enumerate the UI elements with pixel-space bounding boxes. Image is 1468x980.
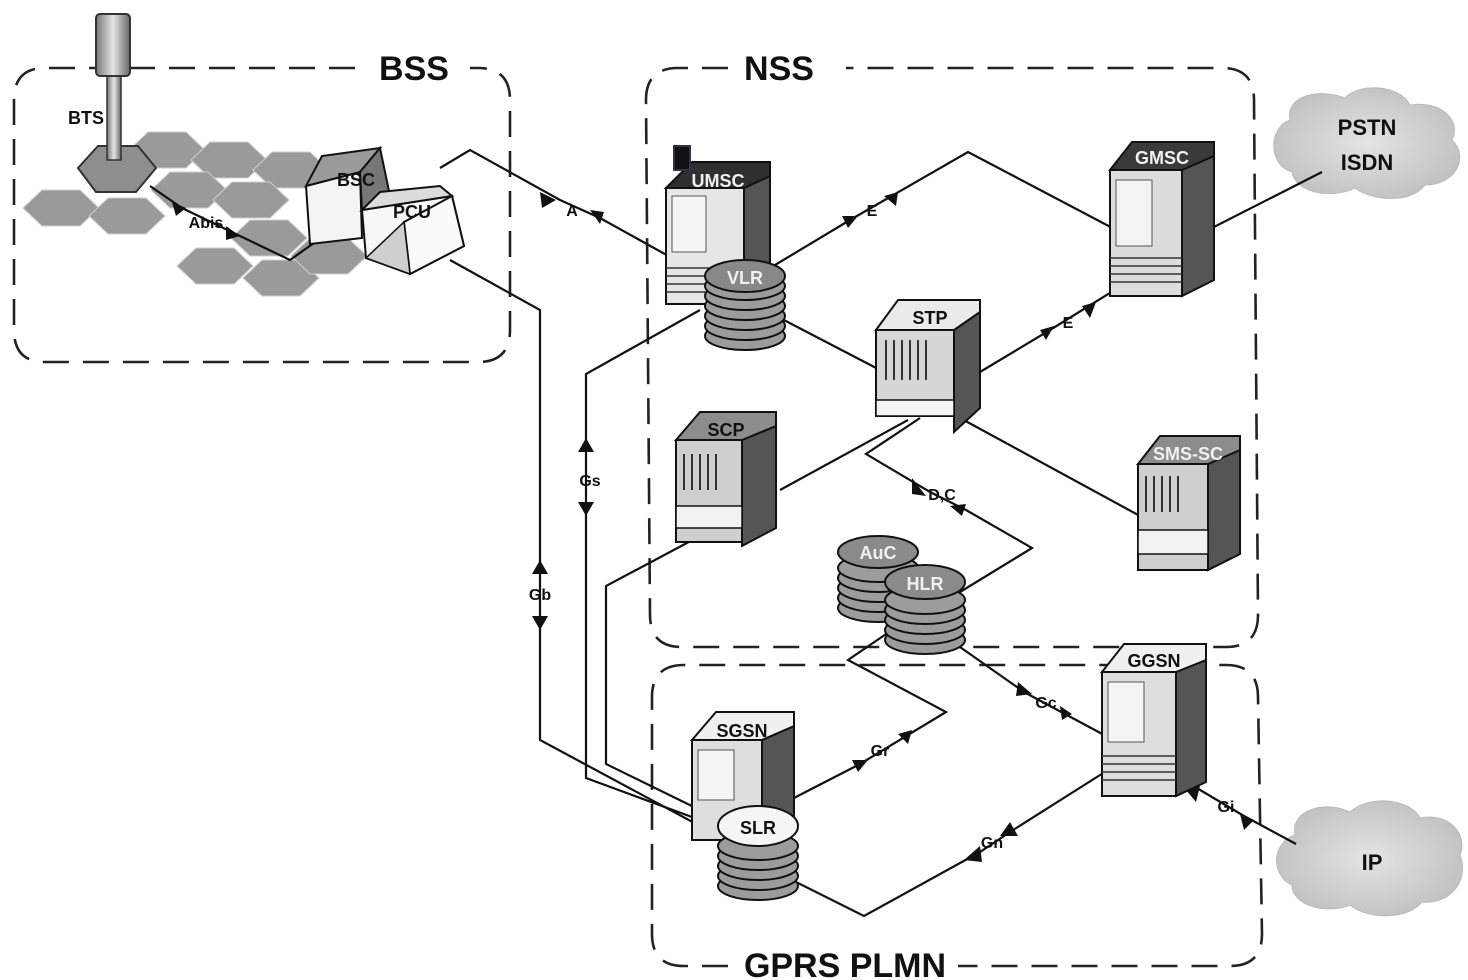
slr-node: SLR: [717, 805, 799, 901]
bts-base: [76, 145, 158, 193]
gn-link: [795, 769, 1109, 918]
gmsc-pstn-link: [1207, 171, 1323, 231]
umsc-indicator-icon: [673, 145, 691, 171]
gn-label: Gn: [981, 835, 1003, 852]
gprs-plmn-region: GPRS PLMN: [650, 663, 1264, 980]
ggsn-node: GGSN: [1099, 643, 1207, 798]
gmsc-label: GMSC: [1135, 148, 1189, 168]
gprs-plmn-title: GPRS PLMN: [744, 947, 946, 980]
gn-arrow-1: [1000, 822, 1018, 836]
bss-region: BSS: [12, 50, 512, 364]
ip-cloud-shape: [1276, 800, 1464, 917]
e-upper-label: E: [867, 203, 878, 220]
gmsc-node: GMSC: [1107, 141, 1215, 298]
pstn-cloud-shape: [1273, 87, 1461, 199]
gn-arrow-2: [964, 846, 982, 862]
cell-hex-grid: [22, 131, 368, 297]
bsc-label: BSC: [337, 170, 375, 190]
vlr-node: VLR: [704, 259, 786, 351]
stp-label: STP: [912, 308, 947, 328]
gb-link: [449, 259, 701, 827]
sms-sc-node: SMS-SC: [1135, 435, 1241, 572]
a-link: [439, 148, 691, 269]
e-upper-arrow-1: [842, 216, 858, 228]
gr-label: Gr: [871, 743, 890, 760]
sms-sc-label: SMS-SC: [1153, 444, 1223, 464]
auc-label: AuC: [860, 543, 897, 563]
hlr-label: HLR: [907, 574, 944, 594]
pstn-isdn-cloud: PSTN ISDN: [1273, 87, 1461, 199]
gb-arrow-2: [532, 616, 548, 630]
pcu-node: PCU: [359, 184, 466, 276]
hlr-node: HLR: [884, 564, 966, 655]
ip-cloud: IP: [1276, 800, 1464, 917]
gi-label: Gi: [1218, 799, 1235, 816]
e-lower-label: E: [1063, 315, 1074, 332]
gs-label: Gs: [579, 473, 600, 490]
dc-arrow-1: [912, 478, 926, 496]
ip-label: IP: [1362, 850, 1383, 875]
scp-stp-link: [779, 419, 909, 491]
bts-label: BTS: [68, 108, 104, 128]
bss-title: BSS: [379, 50, 449, 88]
sgsn-label: SGSN: [716, 721, 767, 741]
interface-labels: Abis A E E Gs Gb D,C Gc Gr Gn Gi: [189, 203, 1235, 852]
scp-label: SCP: [707, 420, 744, 440]
dc-link: [863, 417, 1035, 593]
a-label: A: [566, 203, 578, 220]
e-upper-arrow-2: [884, 192, 898, 206]
scp-node: SCP: [673, 411, 777, 548]
vlr-stp-link: [779, 317, 881, 371]
abis-arrow-2: [226, 226, 240, 240]
gc-label: Gc: [1035, 695, 1056, 712]
gc-arrow-2: [1060, 706, 1072, 720]
a-arrow-2: [590, 210, 604, 224]
gs-arrow-1: [578, 438, 594, 452]
gi-arrow-2: [1240, 814, 1254, 830]
gr-arrow-1: [852, 760, 868, 772]
dc-arrow-2: [950, 504, 966, 516]
gs-arrow-2: [578, 502, 594, 516]
ggsn-label: GGSN: [1127, 651, 1180, 671]
pstn-label: PSTN: [1338, 115, 1397, 140]
scp-slr-link: [604, 535, 701, 811]
isdn-label-text: ISDN: [1341, 150, 1394, 175]
gs-link: [584, 309, 701, 822]
a-arrow-1: [540, 192, 556, 208]
gr-link: [789, 629, 949, 801]
gb-arrow-1: [532, 560, 548, 574]
stp-smssc-link: [959, 417, 1141, 517]
umsc-label: UMSC: [692, 171, 745, 191]
pcu-label: PCU: [393, 202, 431, 222]
e-link-upper: [769, 150, 1121, 269]
vlr-label: VLR: [727, 268, 763, 288]
gc-link: [949, 639, 1107, 737]
bsc-node: BSC: [304, 145, 392, 246]
dc-label: D,C: [928, 487, 956, 504]
gb-label: Gb: [529, 587, 551, 604]
slr-label: SLR: [740, 818, 776, 838]
nss-title: NSS: [744, 50, 814, 88]
gi-link: [1189, 783, 1297, 845]
bss-boundary: [12, 66, 512, 364]
arrowheads: [172, 192, 1254, 862]
abis-label: Abis: [189, 215, 224, 232]
stp-node: STP: [874, 299, 981, 435]
e-lower-arrow-1: [1040, 326, 1054, 340]
gc-arrow-1: [1016, 682, 1032, 696]
abis-arrow-1: [172, 202, 186, 216]
gprs-plmn-boundary: [650, 663, 1264, 968]
bts-tower: BTS: [68, 13, 158, 193]
gr-arrow-2: [898, 730, 912, 744]
e-lower-arrow-2: [1082, 302, 1096, 318]
bts-antenna: [95, 13, 131, 77]
